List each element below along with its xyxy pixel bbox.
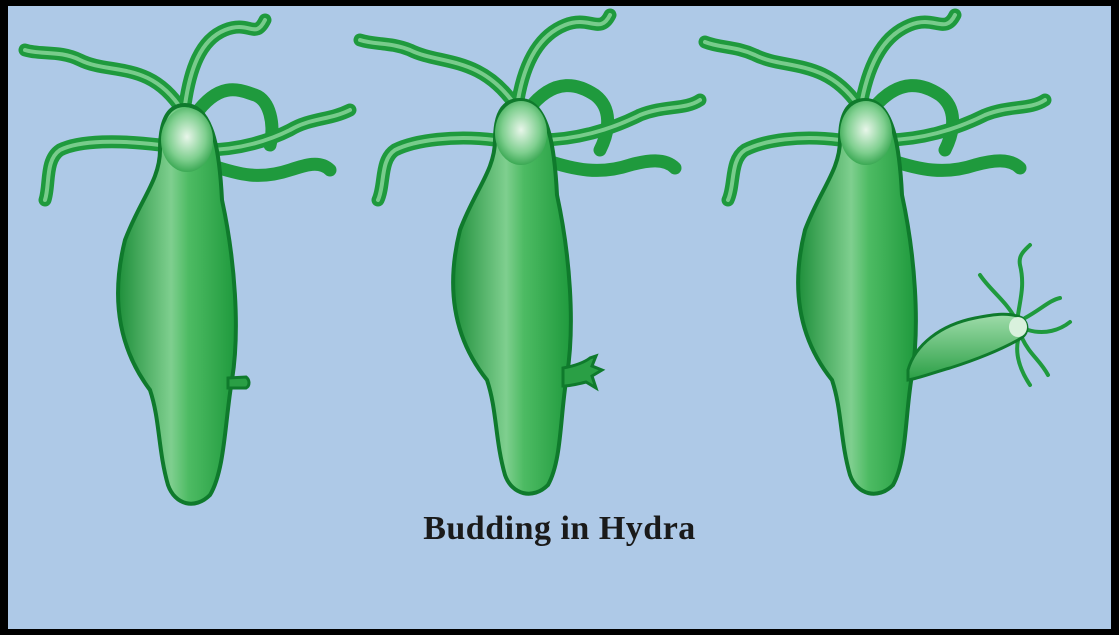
hydra-stage-2 bbox=[360, 15, 700, 494]
young-hydra-bud bbox=[908, 245, 1070, 385]
hydra-head bbox=[495, 101, 547, 165]
hydra-stage-1 bbox=[25, 20, 350, 504]
bud-small bbox=[228, 377, 249, 388]
hydra-head bbox=[840, 101, 892, 165]
diagram-caption: Budding in Hydra bbox=[0, 510, 1119, 548]
hydra-head bbox=[161, 108, 213, 172]
hydra-stage-3 bbox=[705, 15, 1070, 494]
